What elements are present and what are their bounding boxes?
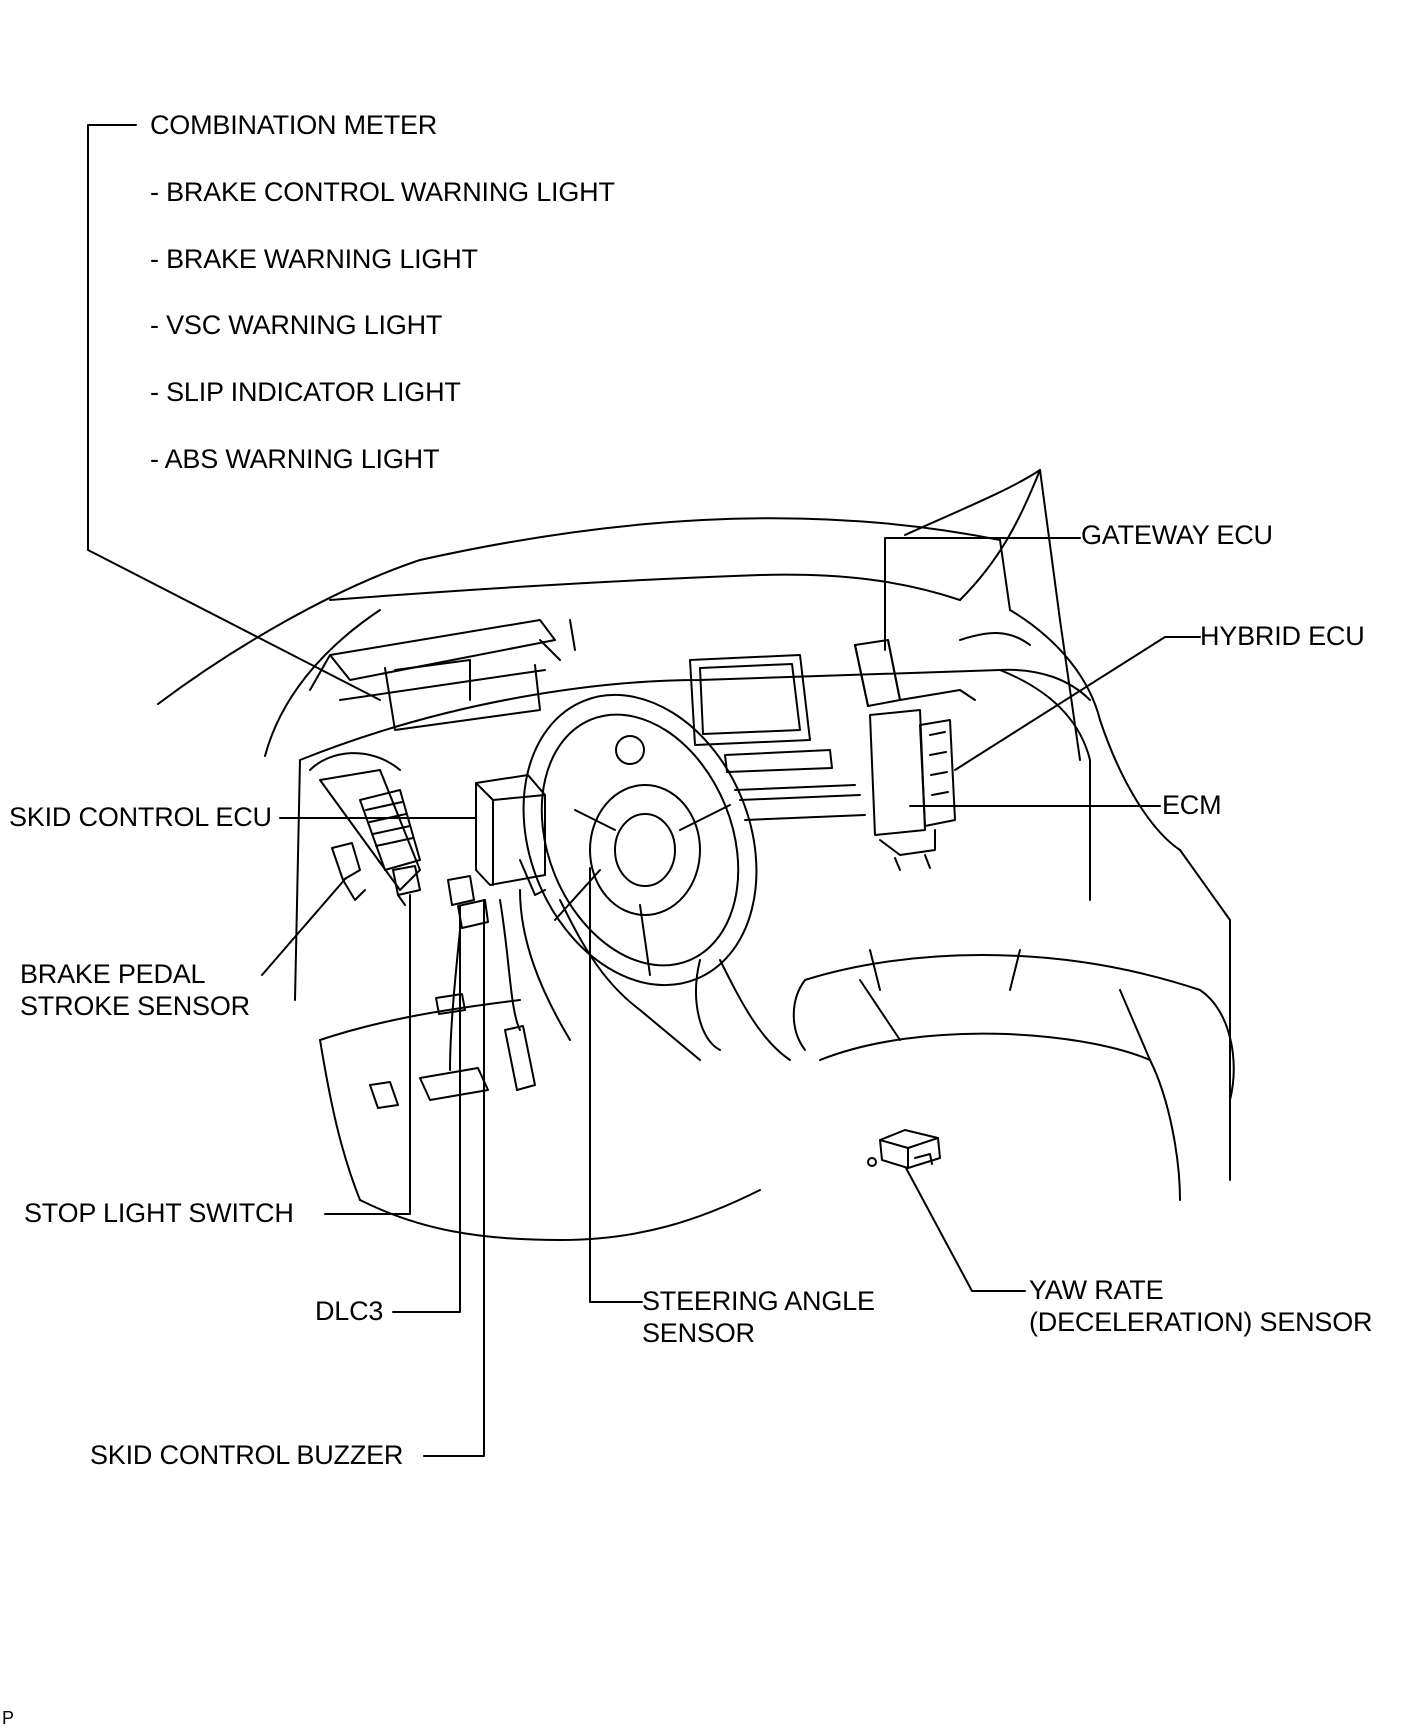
- label-stop-light-switch: STOP LIGHT SWITCH: [24, 1198, 294, 1228]
- label-brake-warning-light: - BRAKE WARNING LIGHT: [150, 244, 478, 274]
- label-brake-pedal-stroke-sensor: BRAKE PEDAL STROKE SENSOR: [20, 958, 250, 1022]
- leader-skid-control-buzzer: [423, 899, 485, 1457]
- label-steering-angle-sensor-line1: STEERING ANGLE: [642, 1286, 875, 1316]
- label-steering-angle-sensor-line2: SENSOR: [642, 1318, 755, 1348]
- leader-dlc3: [392, 905, 461, 1313]
- gateway-ecu-part: [854, 639, 976, 707]
- corner-mark: P: [2, 1708, 15, 1728]
- label-vsc-warning-light: - VSC WARNING LIGHT: [150, 310, 443, 340]
- label-yaw-rate-sensor-line1: YAW RATE: [1029, 1275, 1164, 1305]
- stop-light-switch-part: [392, 865, 421, 906]
- label-steering-angle-sensor: STEERING ANGLE SENSOR: [642, 1285, 875, 1349]
- label-combination-meter: COMBINATION METER: [150, 110, 438, 140]
- label-ecm: ECM: [1162, 790, 1222, 820]
- lower-dash: [319, 959, 901, 1241]
- label-brake-pedal-stroke-sensor-line1: BRAKE PEDAL: [20, 959, 206, 989]
- label-dlc3: DLC3: [315, 1296, 384, 1326]
- label-abs-warning-light: - ABS WARNING LIGHT: [150, 444, 440, 474]
- windshield-outline: [157, 469, 1041, 757]
- skid-control-buzzer-part: [447, 875, 475, 906]
- leader-lines: [87, 124, 1201, 1457]
- ecm-part: [869, 709, 936, 871]
- label-yaw-rate-sensor-line2: (DECELERATION) SENSOR: [1029, 1307, 1373, 1337]
- leader-yaw-rate-sensor: [905, 1167, 1026, 1292]
- leader-gateway-ecu: [884, 537, 1081, 651]
- hybrid-ecu-part: [919, 719, 956, 827]
- leader-combination-meter: [87, 124, 381, 701]
- left-vent: [359, 789, 421, 871]
- label-yaw-rate-sensor: YAW RATE (DECELERATION) SENSOR: [1029, 1274, 1373, 1338]
- label-gateway-ecu: GATEWAY ECU: [1081, 520, 1273, 550]
- steering-column: [519, 889, 701, 1061]
- center-display: [689, 654, 866, 821]
- leader-brake-pedal-stroke-sensor: [261, 877, 347, 976]
- yaw-rate-sensor-part: [867, 1129, 941, 1169]
- label-slip-indicator-light: - SLIP INDICATOR LIGHT: [150, 377, 461, 407]
- skid-control-ecu-box: [475, 774, 546, 896]
- leader-stop-light-switch: [324, 894, 411, 1215]
- label-skid-control-buzzer: SKID CONTROL BUZZER: [90, 1440, 404, 1470]
- leader-hybrid-ecu: [954, 636, 1201, 771]
- leader-steering-angle-sensor: [589, 867, 643, 1303]
- right-door-outline: [1009, 469, 1231, 1181]
- dashboard-top: [294, 632, 1091, 1001]
- brake-pedal-stroke-sensor-part: [331, 842, 366, 901]
- label-brake-control-warning-light: - BRAKE CONTROL WARNING LIGHT: [150, 177, 615, 207]
- label-skid-control-ecu: SKID CONTROL ECU: [9, 802, 272, 832]
- label-hybrid-ecu: HYBRID ECU: [1200, 621, 1365, 651]
- steering-wheel: [522, 693, 758, 987]
- pedals: [369, 899, 536, 1109]
- passenger-seat: [792, 949, 1235, 1201]
- meter-cluster: [309, 619, 576, 731]
- label-brake-pedal-stroke-sensor-line2: STROKE SENSOR: [20, 991, 250, 1021]
